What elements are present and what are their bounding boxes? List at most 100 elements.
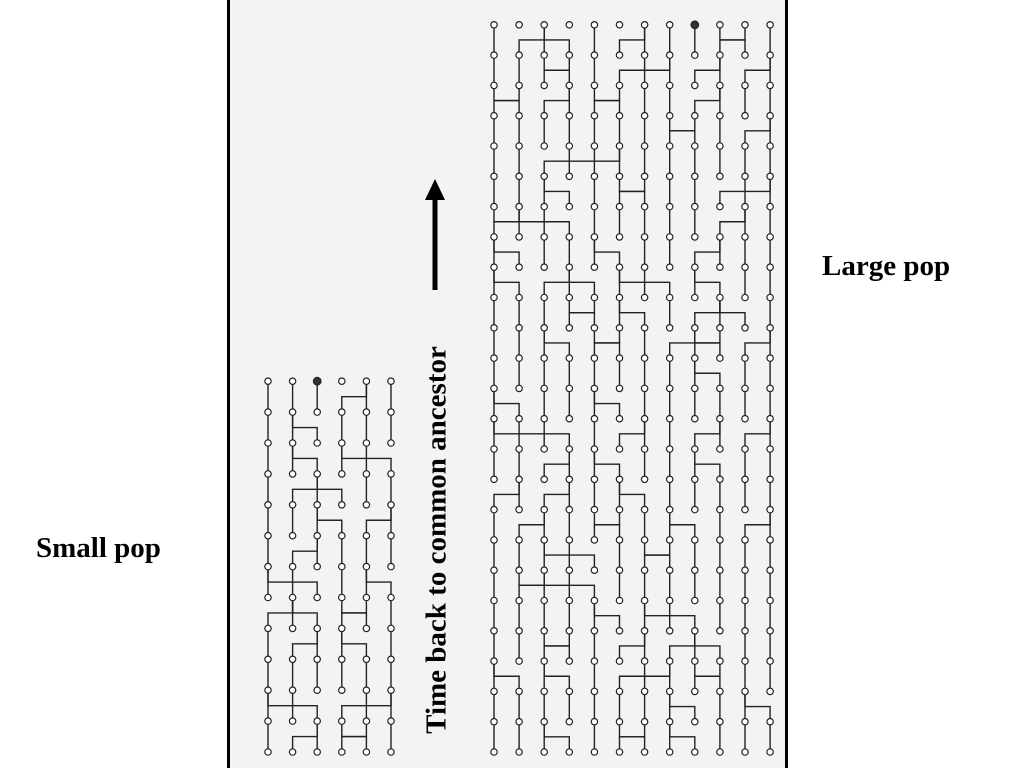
large-pop-lineage-link [669, 691, 696, 722]
large-pop-lineage-link [669, 509, 696, 540]
large-pop-lineage-link [694, 236, 721, 268]
large-pop-lineage-link [543, 267, 570, 298]
large-pop-individual-node [540, 20, 549, 29]
small-pop-lineage-link [291, 690, 318, 722]
large-pop-individual-node [515, 657, 523, 665]
large-pop-individual-node [716, 51, 724, 59]
small-pop-individual-node [313, 500, 322, 509]
small-pop-lineage-link [365, 690, 392, 722]
large-pop-individual-node [490, 233, 498, 241]
large-pop-individual-node [741, 717, 749, 726]
small-pop-individual-node [338, 717, 346, 725]
large-pop-lineage-link [694, 661, 721, 692]
large-pop-individual-node [490, 414, 498, 423]
large-pop-individual-node [565, 596, 574, 605]
large-pop-lineage-link [643, 600, 671, 631]
large-pop-individual-node [716, 142, 724, 150]
large-pop-individual-node [665, 626, 674, 635]
large-pop-individual-node [716, 536, 724, 544]
large-pop-individual-node [741, 111, 749, 120]
small-pop-individual-node [338, 562, 346, 571]
small-pop-individual-node [313, 624, 322, 633]
small-pop-individual-node [387, 624, 395, 633]
large-pop-individual-node [640, 323, 649, 332]
large-pop-individual-node [590, 657, 599, 665]
large-pop-individual-node [540, 687, 549, 696]
small-pop-individual-node [387, 686, 395, 695]
large-pop-individual-node [665, 566, 674, 575]
large-pop-lineage-link [618, 176, 646, 207]
large-pop-individual-node [640, 172, 649, 181]
large-pop-lineage-link [719, 206, 746, 237]
large-pop-lineage-link [643, 661, 671, 692]
small-pop-lineage-link [291, 443, 318, 474]
large-pop-lineage-link [518, 206, 545, 237]
large-pop-individual-node [615, 566, 624, 575]
large-pop-individual-node [565, 142, 574, 150]
large-pop-individual-node [515, 414, 523, 423]
large-pop-individual-node [665, 414, 674, 423]
large-pop-individual-node [565, 20, 574, 29]
small-pop-individual-node [313, 562, 322, 571]
large-pop-individual-node [540, 323, 549, 332]
small-pop-individual-node [338, 408, 346, 416]
large-pop-individual-node [741, 233, 749, 241]
large-pop-individual-node [515, 111, 523, 120]
large-pop-individual-node [515, 51, 523, 59]
small-pop-lineage-link [267, 566, 294, 598]
large-pop-individual-node [665, 323, 674, 332]
large-pop-individual-node [590, 566, 599, 575]
large-pop-individual-node [690, 81, 699, 90]
large-pop-individual-node [590, 293, 599, 302]
small-pop-lineage-link [291, 628, 318, 660]
large-pop-lineage-link [493, 267, 520, 298]
large-pop-lineage-link [568, 570, 596, 601]
large-pop-individual-node [490, 445, 498, 453]
large-pop-individual-node [766, 657, 774, 665]
large-pop-individual-node [640, 687, 649, 696]
small-pop-individual-node [264, 655, 272, 664]
small-pop-individual-node [338, 624, 346, 633]
large-pop-individual-node [766, 354, 774, 362]
large-pop-individual-node [565, 626, 574, 635]
small-pop-individual-node [288, 686, 297, 695]
large-pop-individual-node [716, 354, 724, 362]
large-pop-lineage-link [518, 418, 545, 449]
large-pop-individual-node [640, 445, 649, 453]
large-pop-individual-node [515, 596, 523, 605]
large-pop-lineage-link [744, 327, 771, 359]
large-pop-lineage-link [543, 85, 570, 116]
large-pop-lineage-link [493, 85, 520, 116]
large-pop-individual-node [565, 445, 574, 453]
large-pop-lineage-link [493, 236, 520, 268]
large-pop-individual-node [490, 566, 498, 575]
small-pop-individual-node [313, 470, 322, 478]
large-pop-individual-node [766, 717, 774, 726]
large-pop-individual-node [640, 505, 649, 514]
small-pop-individual-node [288, 470, 297, 478]
large-pop-lineage-link [694, 327, 721, 359]
large-pop-lineage-link [694, 449, 721, 480]
large-pop-individual-node [540, 475, 549, 484]
large-pop-individual-node [690, 293, 699, 302]
large-pop-lineage-link [543, 630, 570, 662]
large-pop-individual-node [741, 445, 749, 453]
large-pop-lineage-link [694, 267, 721, 298]
large-pop-individual-node [515, 445, 523, 453]
large-pop-lineage-link [744, 691, 771, 722]
large-pop-lineage-link [543, 418, 570, 449]
large-pop-lineage-link [593, 85, 621, 116]
large-pop-individual-node [490, 596, 498, 605]
large-pop-individual-node [565, 748, 574, 756]
large-pop-lineage-link [543, 176, 570, 207]
diagram-panel [227, 0, 788, 768]
small-pop-individual-node [313, 531, 322, 540]
large-pop-individual-node [766, 111, 774, 120]
small-pop-lineage-link [291, 566, 318, 598]
large-pop-lineage-link [593, 327, 621, 359]
small-pop-individual-node [264, 686, 272, 695]
small-pop-individual-node [338, 500, 346, 509]
small-pop-lineage-link [291, 597, 318, 629]
large-pop-individual-node [490, 202, 498, 211]
large-pop-individual-node [716, 172, 724, 181]
